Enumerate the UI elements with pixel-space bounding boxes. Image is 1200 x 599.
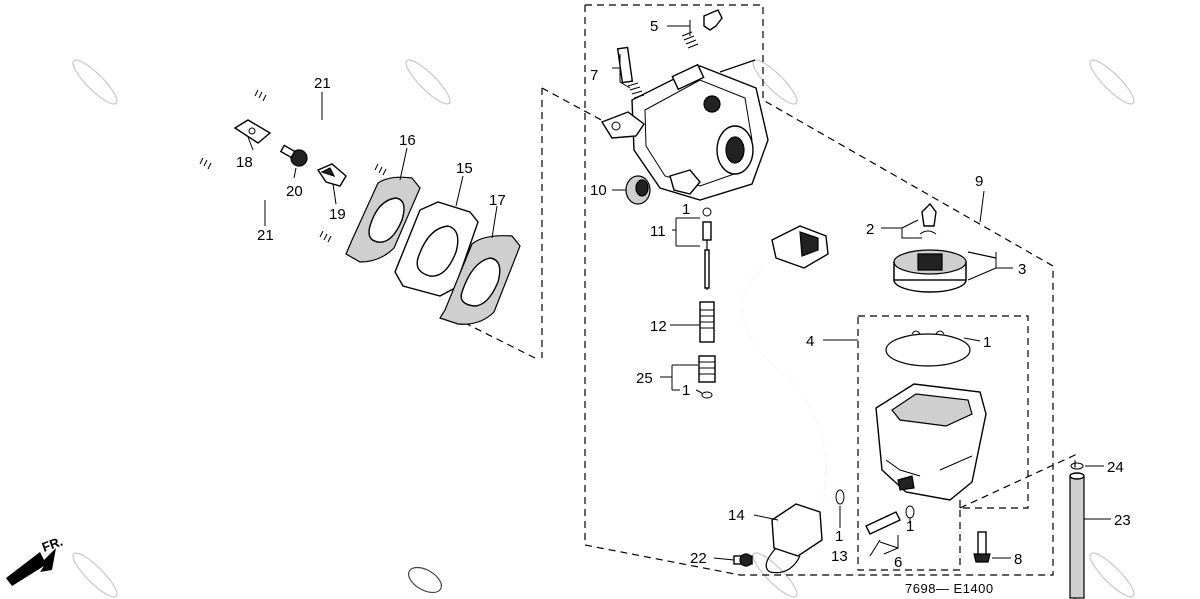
throttle-stop-screw-7 bbox=[616, 46, 645, 99]
needle-jet-11 bbox=[702, 207, 712, 290]
callout-5: 5 bbox=[650, 18, 658, 35]
callout-18: 18 bbox=[236, 154, 253, 171]
float-chamber-4 bbox=[875, 383, 987, 508]
callout-4: 4 bbox=[806, 333, 814, 350]
solenoid-14 bbox=[740, 225, 829, 574]
callout-2: 2 bbox=[866, 221, 874, 238]
callout-15: 15 bbox=[456, 160, 473, 177]
callout-9: 9 bbox=[975, 173, 983, 190]
screw-8 bbox=[973, 531, 991, 563]
float-valve-2 bbox=[919, 202, 937, 235]
gasket-17 bbox=[439, 235, 521, 325]
diagram-code: 7698— E1400 bbox=[905, 581, 994, 596]
callout-1b: 1 bbox=[682, 382, 690, 399]
clip-19 bbox=[316, 163, 347, 187]
clip-24 bbox=[1070, 462, 1084, 470]
main-jet-25 bbox=[698, 355, 716, 399]
callout-10: 10 bbox=[590, 182, 607, 199]
callout-25: 25 bbox=[636, 370, 653, 387]
leader-lines bbox=[247, 20, 1111, 561]
callout-1e: 1 bbox=[906, 518, 914, 535]
callout-labels: 21 16 18 20 19 15 17 21 5 7 10 1 11 12 2… bbox=[40, 18, 1131, 596]
front-marker-label: FR. bbox=[40, 534, 65, 555]
callout-17: 17 bbox=[489, 192, 506, 209]
washer-13 bbox=[835, 489, 845, 505]
callout-20: 20 bbox=[286, 183, 303, 200]
callout-21b: 21 bbox=[257, 227, 274, 244]
float-3 bbox=[893, 249, 997, 293]
pilot-screw-5 bbox=[681, 9, 723, 49]
o-ring-1 bbox=[885, 330, 971, 367]
callout-19: 19 bbox=[329, 206, 346, 223]
callout-6: 6 bbox=[894, 554, 902, 571]
callout-1c: 1 bbox=[983, 334, 991, 351]
bracket-18 bbox=[233, 119, 272, 144]
callout-11: 11 bbox=[650, 223, 666, 240]
callout-22: 22 bbox=[690, 550, 707, 567]
callout-13: 13 bbox=[831, 548, 848, 565]
callout-14: 14 bbox=[728, 507, 745, 524]
insulator-15 bbox=[394, 201, 479, 297]
front-arrow-icon bbox=[6, 548, 56, 586]
callout-23: 23 bbox=[1114, 512, 1131, 529]
callout-1d: 1 bbox=[835, 528, 843, 545]
cap-10 bbox=[625, 175, 651, 205]
callout-8: 8 bbox=[1014, 551, 1022, 568]
callout-21a: 21 bbox=[314, 75, 331, 92]
gasket-16 bbox=[345, 176, 421, 263]
callout-24: 24 bbox=[1107, 459, 1124, 476]
callout-1a: 1 bbox=[682, 201, 690, 218]
tube-23 bbox=[1069, 472, 1085, 599]
callout-3: 3 bbox=[1018, 261, 1026, 278]
group-outlines bbox=[454, 4, 1076, 599]
main-jet-holder-12 bbox=[699, 301, 715, 343]
callout-12: 12 bbox=[650, 318, 667, 335]
callout-7: 7 bbox=[590, 67, 598, 84]
stud-bolt-lower bbox=[199, 157, 336, 243]
watermark-marks bbox=[72, 59, 1135, 598]
callout-16: 16 bbox=[399, 132, 416, 149]
bolt-20 bbox=[279, 144, 308, 167]
carburetor-body bbox=[600, 59, 769, 201]
screw-22 bbox=[733, 553, 753, 567]
stud-bolt-upper bbox=[254, 89, 389, 176]
